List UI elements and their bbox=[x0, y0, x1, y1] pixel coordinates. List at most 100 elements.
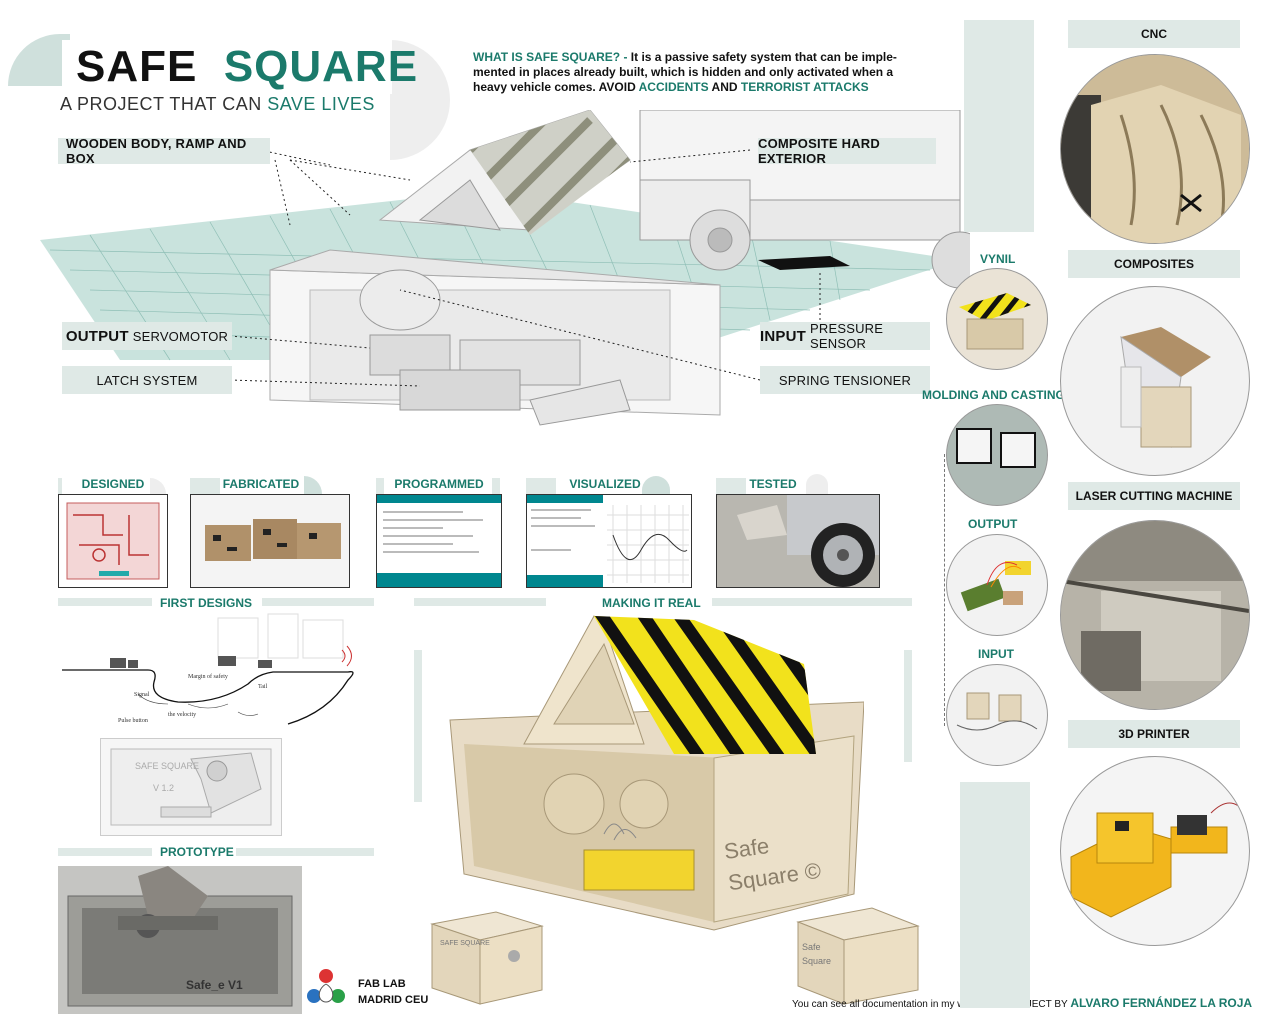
prototype-render-label: SAFE SQUARE bbox=[135, 761, 200, 771]
first-designs-title: FIRST DESIGNS bbox=[160, 596, 253, 610]
step-programmed-image bbox=[376, 494, 502, 588]
prototype-photo: Safe_e V1 bbox=[58, 866, 302, 1014]
middle-top-bar bbox=[964, 20, 1034, 232]
composites-label-text: COMPOSITES bbox=[1113, 257, 1194, 271]
callout-composite-label: COMPOSITE HARD EXTERIOR bbox=[758, 136, 880, 166]
callout-wooden-body: WOODEN BODY, RAMP AND BOX bbox=[58, 136, 270, 166]
first-designs-bar-l bbox=[58, 598, 152, 606]
step-designed-image bbox=[58, 494, 168, 588]
step-visualized-image bbox=[526, 494, 692, 588]
prototype-render-version: V 1.2 bbox=[153, 783, 175, 793]
making-real-vert-r bbox=[904, 650, 912, 762]
step-tested-title: TESTED bbox=[749, 477, 797, 491]
title-word-safe: SAFE bbox=[76, 42, 198, 91]
svg-text:Tail: Tail bbox=[258, 684, 268, 690]
step-fabricated-image bbox=[190, 494, 350, 588]
fablab-logo-icon bbox=[306, 968, 346, 1008]
prototype-render: SAFE SQUARE V 1.2 bbox=[100, 738, 282, 836]
title-bar bbox=[62, 40, 392, 94]
page-subtitle: A PROJECT THAT CAN SAVE LIVES bbox=[60, 94, 375, 115]
molding-circle bbox=[946, 404, 1048, 506]
prototype-bar-r bbox=[236, 848, 374, 856]
composites-circle bbox=[1060, 286, 1250, 476]
fablab-name-1: FAB LAB bbox=[358, 978, 406, 990]
input-title: INPUT bbox=[978, 647, 1014, 661]
step-tested-rule bbox=[716, 478, 746, 494]
callout-latch-system: LATCH SYSTEM bbox=[62, 366, 232, 394]
prototype-photo-label: Safe_e V1 bbox=[186, 978, 243, 992]
callout-output-small: SERVOMOTOR bbox=[132, 328, 229, 344]
svg-text:Signal: Signal bbox=[134, 692, 150, 698]
safe-square-model bbox=[449, 615, 864, 931]
composites-label: COMPOSITES bbox=[1068, 250, 1240, 278]
callout-composite: COMPOSITE HARD EXTERIOR bbox=[758, 136, 936, 166]
making-real-title: MAKING IT REAL bbox=[602, 596, 701, 610]
step-designed-title: DESIGNED bbox=[81, 477, 145, 491]
cnc-circle bbox=[1060, 54, 1250, 244]
callout-spring-tensioner: SPRING TENSIONER bbox=[760, 366, 930, 394]
step-fabricated-deco bbox=[304, 476, 322, 494]
step-programmed-title: PROGRAMMED bbox=[394, 477, 484, 491]
step-designed-deco bbox=[150, 478, 166, 494]
callout-input-small: PRESSURE SENSOR bbox=[810, 321, 884, 351]
step-visualized-rule bbox=[526, 478, 556, 494]
middle-bottom-bar bbox=[960, 782, 1030, 1008]
input-circle bbox=[946, 664, 1048, 766]
output-title: OUTPUT bbox=[968, 517, 1018, 531]
intro-attacks: TERRORIST ATTACKS bbox=[740, 80, 869, 94]
intro-text: It is a passive safety system that can b… bbox=[473, 50, 897, 94]
laser-circle bbox=[1060, 520, 1250, 710]
fablab-name-2: MADRID CEU bbox=[358, 994, 429, 1006]
intro-accidents: ACCIDENTS bbox=[638, 80, 709, 94]
step-fabricated-title: FABRICATED bbox=[222, 477, 300, 491]
footer-author: ALVARO FERNÁNDEZ LA ROJA bbox=[1070, 996, 1253, 1010]
cnc-label-text: CNC bbox=[1141, 27, 1167, 41]
molding-title: MOLDING AND CASTING bbox=[922, 388, 1065, 402]
middle-dashed-line bbox=[944, 454, 945, 726]
prototype-bar-l bbox=[58, 848, 152, 856]
printer-circle bbox=[1060, 756, 1250, 946]
first-designs-bar-r bbox=[262, 598, 374, 606]
callout-output-big: OUTPUT bbox=[65, 327, 129, 345]
subtitle-part-b: SAVE LIVES bbox=[267, 94, 375, 114]
steps-left-rule bbox=[58, 478, 62, 494]
step-visualized-deco bbox=[642, 476, 670, 494]
small-box-2: Safe Square bbox=[796, 906, 920, 1006]
title-left-shape bbox=[8, 34, 70, 86]
small-box-2-label-b: Square bbox=[802, 956, 832, 966]
page-title: SAFE SQUARE bbox=[76, 40, 418, 94]
svg-text:Pulse button: Pulse button bbox=[118, 718, 148, 724]
output-circle bbox=[946, 534, 1048, 636]
small-box-2-label-a: Safe bbox=[802, 942, 821, 952]
step-tested-deco bbox=[806, 474, 828, 494]
making-real-bar-l bbox=[414, 598, 546, 606]
intro-heading: WHAT IS SAFE SQUARE? - bbox=[473, 50, 628, 64]
vynil-title: VYNIL bbox=[980, 252, 1016, 266]
footer-credit: You can see all documentation in my webs… bbox=[792, 996, 1252, 1010]
title-word-square: SQUARE bbox=[223, 42, 419, 91]
small-box-1-label: SAFE SQUARE bbox=[440, 940, 490, 947]
callout-latch-label: LATCH SYSTEM bbox=[96, 372, 198, 388]
step-visualized-title: VISUALIZED bbox=[569, 477, 641, 491]
intro-and: AND bbox=[708, 80, 741, 94]
step-fabricated-rule bbox=[190, 478, 220, 494]
exploded-illustration bbox=[40, 110, 970, 426]
printer-label: 3D PRINTER bbox=[1068, 720, 1240, 748]
step-programmed-rule-l bbox=[376, 478, 384, 494]
footer-note: You can see all documentation in my webs… bbox=[792, 999, 1071, 1010]
making-real-vert-l bbox=[414, 650, 422, 802]
printer-label-text: 3D PRINTER bbox=[1118, 727, 1190, 741]
callout-input-big: INPUT bbox=[760, 327, 806, 345]
cnc-label: CNC bbox=[1068, 20, 1240, 48]
subtitle-part-a: A PROJECT THAT CAN bbox=[60, 94, 268, 114]
laser-label-text: LASER CUTTING MACHINE bbox=[1075, 489, 1233, 503]
svg-text:Margin of safety: Margin of safety bbox=[188, 673, 228, 680]
callout-wooden-label: WOODEN BODY, RAMP AND BOX bbox=[66, 136, 247, 166]
step-tested-image bbox=[716, 494, 880, 588]
vynil-circle bbox=[946, 268, 1048, 370]
prototype-title: PROTOTYPE bbox=[160, 845, 234, 859]
intro-paragraph: WHAT IS SAFE SQUARE? - It is a passive s… bbox=[473, 50, 923, 95]
